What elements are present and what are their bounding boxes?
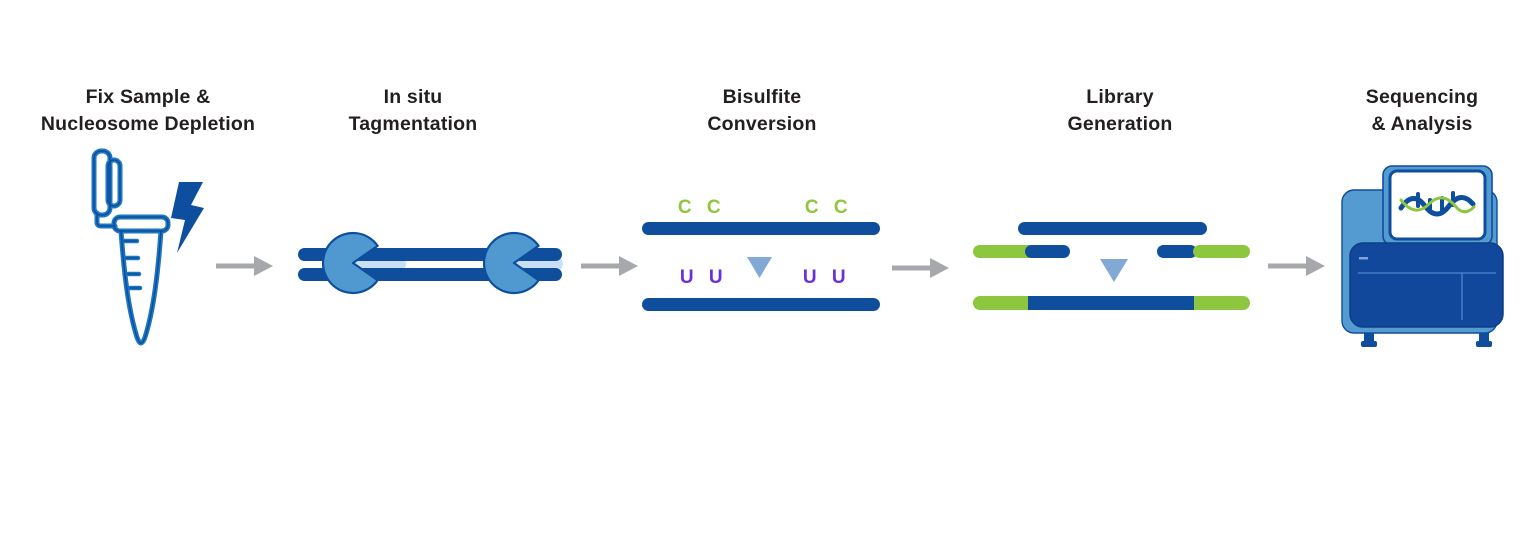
dna-strand-bottom (642, 298, 880, 311)
dna-fragment (1018, 222, 1207, 235)
right-arrow-icon (580, 254, 638, 278)
step-title-fix-sample: Fix Sample & Nucleosome Depletion (40, 86, 256, 135)
transposase-enzyme-icon (482, 231, 540, 295)
lightning-bolt-icon (171, 182, 204, 253)
primer-left (1025, 245, 1070, 258)
generation-triangle-icon (1100, 259, 1128, 282)
bisulfite-dna-icon: C C C C U U U U (640, 195, 885, 315)
microcentrifuge-tube-lightning-icon (75, 142, 225, 367)
step-title-library: Library Generation (1067, 86, 1173, 135)
sequencer-front-panel (1349, 242, 1504, 328)
step-title-tagmentation: In situ Tagmentation (348, 86, 478, 135)
dna-strand-top (642, 222, 880, 235)
transposase-enzyme-icon (321, 231, 379, 295)
library-insert (1028, 296, 1194, 310)
conversion-triangle-icon (747, 257, 772, 278)
dna-helix-icon (1398, 191, 1476, 217)
cytosine-label: C C (804, 197, 850, 218)
step-title-bisulfite: Bisulfite Conversion (707, 86, 817, 135)
cytosine-label: C C (677, 197, 723, 218)
transposase-dna-icon (290, 228, 575, 300)
right-arrow-icon (891, 256, 949, 280)
right-arrow-icon (1267, 254, 1325, 278)
right-arrow-icon (215, 254, 273, 278)
primer-right (1157, 245, 1197, 258)
step-title-sequencing: Sequencing & Analysis (1365, 86, 1479, 135)
uracil-label: U U (679, 267, 725, 288)
panel-handle (1359, 257, 1368, 260)
monitor-screen (1388, 169, 1487, 241)
panel-seams (1358, 272, 1496, 320)
adapter-right (1193, 245, 1250, 258)
uracil-label: U U (802, 267, 848, 288)
tube-inner-line (93, 150, 169, 344)
adapter-left (973, 245, 1037, 258)
library-fragments-icon (965, 215, 1255, 315)
sequencer-icon (1335, 160, 1507, 355)
